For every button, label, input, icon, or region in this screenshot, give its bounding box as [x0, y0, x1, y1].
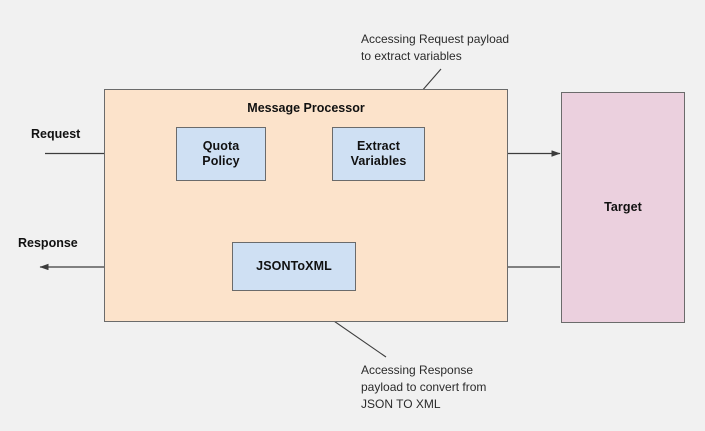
jsontoxml-label: JSONToXML	[256, 258, 332, 273]
policy-box-jsontoxml[interactable]: JSONToXML	[232, 242, 356, 291]
target-container: Target	[561, 92, 685, 323]
annotation-response-payload: Accessing Response payload to convert fr…	[361, 363, 487, 412]
extract-variables-label: Extract Variables	[350, 138, 407, 168]
quota-policy-label: Quota Policy	[202, 138, 240, 168]
policy-box-quota-policy[interactable]: Quota Policy	[176, 127, 266, 181]
target-label: Target	[604, 199, 642, 214]
policy-box-extract-variables[interactable]: Extract Variables	[332, 127, 425, 181]
response-flow-label: Response	[18, 236, 78, 250]
message-processor-title: Message Processor	[247, 101, 365, 115]
annotation-request-payload: Accessing Request payload to extract var…	[361, 32, 510, 64]
request-flow-label: Request	[31, 127, 81, 141]
